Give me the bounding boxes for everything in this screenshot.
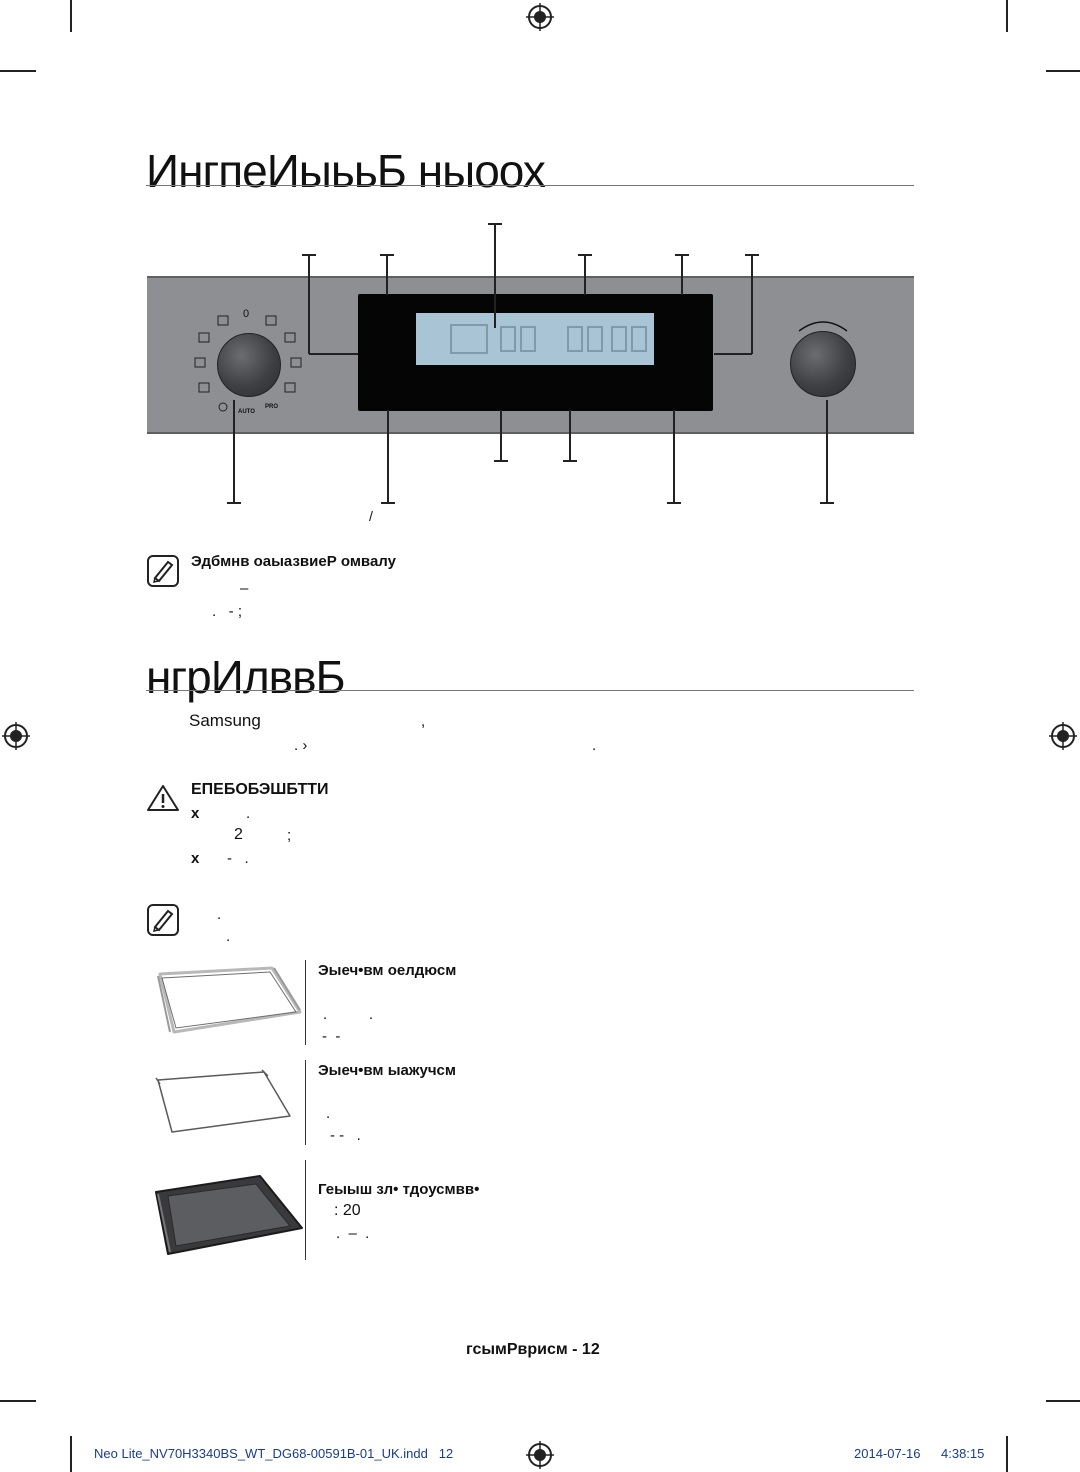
- conventional-icon: [217, 315, 229, 326]
- intro-text: ,: [421, 713, 426, 730]
- intro-text: .: [592, 737, 597, 754]
- crop-mark: [70, 0, 72, 32]
- intro-text: . ›: [294, 737, 308, 754]
- section-heading: нгрИлввБ: [146, 651, 346, 703]
- item-text: - -: [322, 1028, 341, 1045]
- item-title: Эыеч•вм ыажучсм: [318, 1062, 456, 1079]
- footer-filename: Neo Lite_NV70H3340BS_WT_DG68-00591B-01_U…: [94, 1446, 454, 1461]
- callout-slash: /: [369, 508, 373, 524]
- crop-mark: [1046, 70, 1080, 72]
- item-text: .: [326, 1105, 331, 1122]
- callout-lines-top: [302, 223, 759, 355]
- note-text: .: [217, 906, 222, 923]
- item-divider: [305, 960, 306, 1045]
- crop-mark: [1006, 1436, 1008, 1472]
- top-heat-icon: [198, 332, 210, 343]
- item-divider: [305, 1160, 306, 1260]
- fan-grill-icon: [284, 332, 296, 343]
- warning-bullet: x: [191, 850, 200, 867]
- fan-icon: [265, 315, 277, 326]
- item-text: . .: [323, 1006, 374, 1023]
- eco-icon: [290, 357, 302, 368]
- item-title: Геыыш зл• тдоусмвв•: [318, 1181, 480, 1198]
- item-divider: [305, 1060, 306, 1145]
- item-text: - - .: [330, 1127, 361, 1144]
- control-knob[interactable]: [790, 331, 856, 397]
- grill-icon: [198, 382, 210, 393]
- note-text: –: [240, 580, 249, 597]
- wire-tray-image: [155, 1069, 291, 1133]
- item-text: : 20: [334, 1202, 361, 1219]
- registration-mark-icon: [526, 3, 554, 31]
- crop-mark: [0, 70, 36, 72]
- bottom-heat-icon: [194, 357, 206, 368]
- heading-rule: [146, 185, 914, 186]
- note-text: . - ;: [212, 603, 242, 620]
- warning-text: ;: [287, 827, 292, 844]
- crop-mark: [1006, 0, 1008, 32]
- dial-label-pro: PRO: [265, 404, 279, 410]
- dial-label-auto: AUTO: [238, 409, 255, 415]
- warning-text: - .: [227, 850, 249, 867]
- mode-dial[interactable]: [217, 333, 281, 397]
- knob-arc-icon: [798, 321, 848, 332]
- registration-mark-icon: [1049, 722, 1077, 750]
- registration-mark-icon: [2, 722, 30, 750]
- warning-icon: [147, 785, 179, 811]
- dial-symbol-off: 0: [243, 308, 250, 320]
- note-icon: [147, 555, 179, 587]
- crop-mark: [0, 1400, 36, 1402]
- lcd-segments: [450, 324, 647, 354]
- warning-title: ЕПЕБОБЭШБТТИ: [191, 781, 329, 798]
- note-icon: [147, 904, 179, 936]
- item-title: Эыеч•вм оелдюсм: [318, 962, 457, 979]
- footer-time: 4:38:15: [941, 1446, 985, 1461]
- large-grill-icon: [284, 382, 296, 393]
- registration-mark-icon: [526, 1441, 554, 1469]
- warning-bullet: x: [191, 805, 200, 822]
- page-number: гсымРврисм - 12: [466, 1341, 600, 1358]
- note-text: .: [226, 928, 231, 945]
- item-text: . – .: [336, 1225, 370, 1242]
- warning-text: .: [246, 805, 251, 822]
- intro-brand: Samsung: [189, 711, 261, 730]
- note-title: Эдбмнв оаыазвиеР омвалу: [191, 553, 396, 570]
- footer-date: 2014-07-16: [854, 1446, 921, 1461]
- steam-clean-icon: [218, 402, 228, 412]
- crop-mark: [1046, 1400, 1080, 1402]
- heading-rule: [146, 690, 914, 691]
- callout-lines-bottom: [227, 400, 834, 504]
- section-heading: ИнгпеИыььБ ныоох: [146, 145, 546, 197]
- baking-tray-image: [155, 1175, 303, 1255]
- warning-number: 2: [234, 826, 243, 843]
- wire-rack-image: [157, 966, 302, 1034]
- mode-icons: [194, 315, 302, 412]
- crop-mark: [70, 1436, 72, 1472]
